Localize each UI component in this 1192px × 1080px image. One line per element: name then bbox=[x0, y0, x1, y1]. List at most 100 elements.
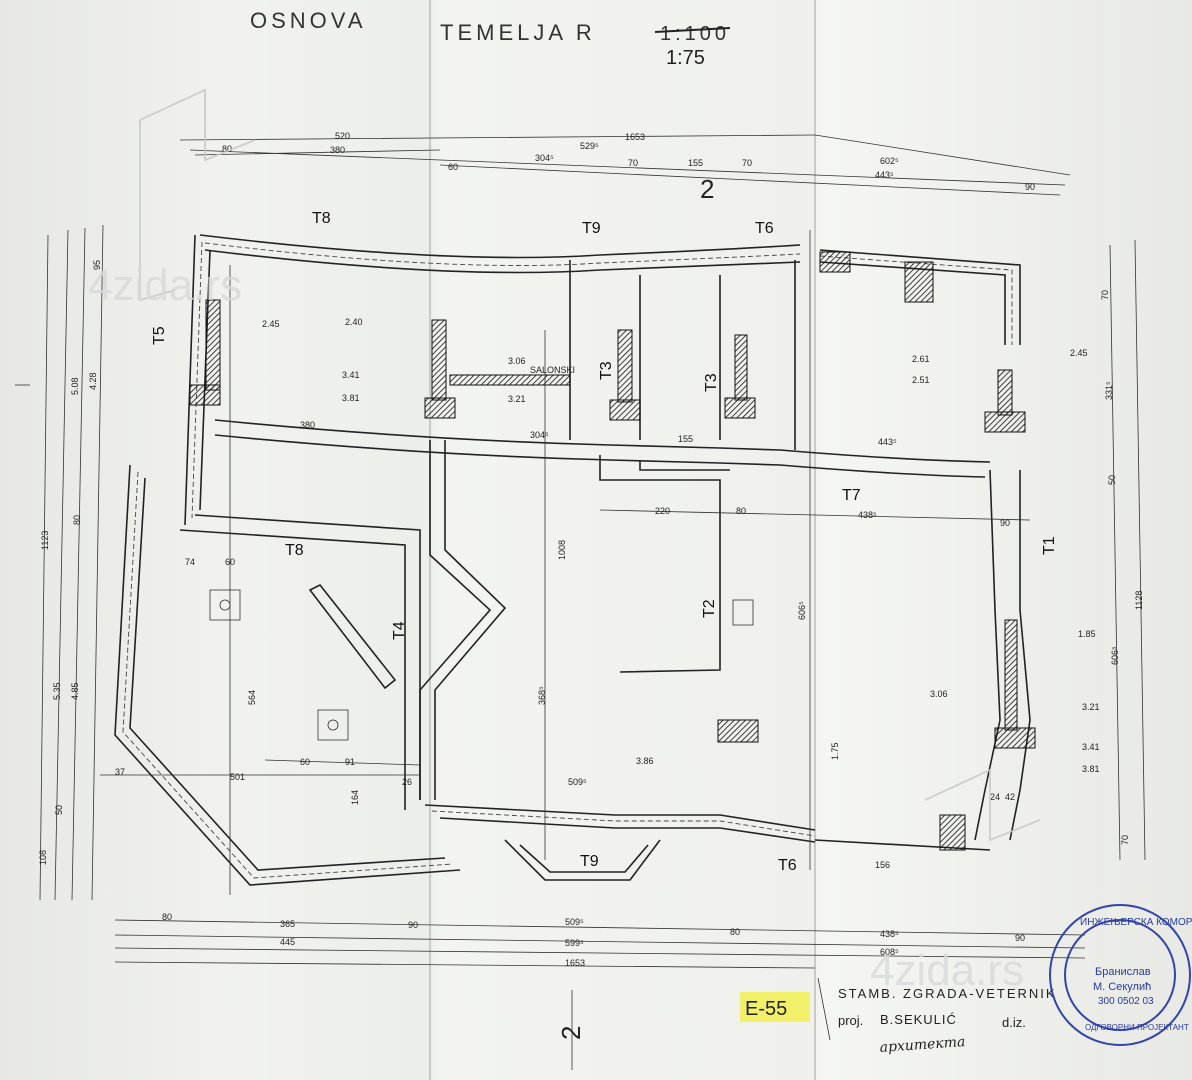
label-salon: SALONSKI bbox=[530, 365, 575, 375]
scale-value: 1:75 bbox=[666, 47, 705, 69]
bottom-dimensions: 80 365 509⁵ 90 445 599⁵ 80 1653 438⁵ 90 … bbox=[114, 912, 1086, 969]
label-t2: T2 bbox=[701, 599, 718, 618]
svg-text:50: 50 bbox=[54, 805, 64, 815]
svg-text:331⁵: 331⁵ bbox=[1104, 381, 1114, 400]
title-line2: TEMELJA R bbox=[440, 20, 596, 45]
svg-text:1653: 1653 bbox=[565, 958, 585, 968]
label-t9-bottom: T9 bbox=[580, 853, 599, 870]
svg-text:80: 80 bbox=[72, 515, 82, 525]
svg-text:3.81: 3.81 bbox=[1082, 764, 1100, 774]
title-block: E-55 STAMB. ZGRADA-VETERNIK proj. B.SEKU… bbox=[740, 977, 1055, 1056]
svg-text:108: 108 bbox=[38, 850, 48, 865]
svg-text:4.28: 4.28 bbox=[88, 372, 98, 390]
foundation-walls bbox=[114, 234, 1031, 886]
svg-text:2.45: 2.45 bbox=[262, 319, 280, 329]
svg-text:60: 60 bbox=[300, 757, 310, 767]
dim-top-3045: 304⁵ bbox=[535, 153, 554, 163]
svg-text:3.21: 3.21 bbox=[508, 394, 526, 404]
svg-text:3.06: 3.06 bbox=[930, 689, 948, 699]
svg-text:4.85: 4.85 bbox=[70, 682, 80, 700]
svg-text:365: 365 bbox=[280, 919, 295, 929]
svg-text:24: 24 bbox=[990, 792, 1000, 802]
svg-text:564: 564 bbox=[247, 690, 257, 705]
label-t6-bottom: T6 bbox=[778, 857, 797, 874]
dim-top-155: 155 bbox=[688, 158, 703, 168]
svg-text:2.51: 2.51 bbox=[912, 375, 930, 385]
right-dimensions: 70 331⁵ 50 1128 606⁵ 70 bbox=[1100, 239, 1146, 861]
dim-top-1653: 1653 bbox=[625, 132, 645, 142]
dim-top-70a: 70 bbox=[628, 158, 638, 168]
engineer-stamp: ИНЖЕЊЕРСКА КОМОРА СРБИЈЕ Бранислав М. Се… bbox=[1049, 904, 1192, 1046]
title-line1: OSNOVA bbox=[250, 8, 367, 33]
label-t3-a: T3 bbox=[598, 361, 615, 380]
watermark-top: 4zida.rs bbox=[88, 261, 242, 310]
svg-text:509⁵: 509⁵ bbox=[568, 777, 587, 787]
top-dimensions: 520 1653 380 529⁵ 304⁵ 70 155 70 602⁵ 44… bbox=[179, 131, 1071, 196]
stamp-name1: Бранислав bbox=[1095, 966, 1151, 978]
svg-text:90: 90 bbox=[408, 920, 418, 930]
svg-text:438⁵: 438⁵ bbox=[880, 929, 899, 939]
svg-text:2.45: 2.45 bbox=[1070, 348, 1088, 358]
scale-strikethrough bbox=[654, 27, 731, 33]
label-t5: T5 bbox=[151, 326, 168, 345]
inner-dimensions: 380 304⁵ 155 443⁵ 220 80 438⁵ 90 1008 60… bbox=[115, 420, 1015, 870]
section-marker-bottom: 2 bbox=[556, 1026, 586, 1040]
label-t3-b: T3 bbox=[703, 373, 720, 392]
watermark-bottom: 4zida.rs bbox=[870, 946, 1024, 995]
dim-top-520: 520 bbox=[335, 131, 350, 141]
dim-top-70b: 70 bbox=[742, 158, 752, 168]
footing-sections bbox=[189, 251, 1036, 851]
label-t9-top: T9 bbox=[582, 220, 601, 237]
svg-text:304⁵: 304⁵ bbox=[530, 430, 549, 440]
designer-degree: d.iz. bbox=[1002, 1015, 1026, 1030]
column-bases bbox=[209, 589, 754, 741]
svg-text:26: 26 bbox=[402, 777, 412, 787]
level-annotations: 2.45 2.40 3.06 3.21 3.41 3.81 3.86 2.51 … bbox=[262, 317, 1100, 774]
svg-text:155: 155 bbox=[678, 434, 693, 444]
dim-top-380: 380 bbox=[330, 145, 345, 155]
svg-text:599⁵: 599⁵ bbox=[565, 938, 584, 948]
svg-text:70: 70 bbox=[1120, 835, 1130, 845]
svg-text:91: 91 bbox=[345, 757, 355, 767]
svg-text:509⁵: 509⁵ bbox=[565, 917, 584, 927]
stamp-role: ОДГОВОРНИ ПРОЈЕКТАНТ bbox=[1085, 1023, 1189, 1032]
svg-text:1.85: 1.85 bbox=[1078, 629, 1096, 639]
section-marker-top: 2 bbox=[700, 174, 714, 204]
dim-top-60: 60 bbox=[448, 162, 458, 172]
left-dimensions: 1123 5.08 4.28 5.35 4.85 108 50 80 95 bbox=[38, 224, 104, 901]
dim-top-5295: 529⁵ bbox=[580, 141, 599, 151]
code-highlight bbox=[740, 992, 810, 1022]
designer-name: B.SEKULIĆ bbox=[880, 1012, 957, 1027]
label-t7: T7 bbox=[842, 487, 861, 504]
svg-text:3.86: 3.86 bbox=[636, 756, 654, 766]
svg-text:1128: 1128 bbox=[1134, 591, 1144, 610]
svg-text:1.75: 1.75 bbox=[830, 742, 840, 760]
svg-text:606⁵: 606⁵ bbox=[1110, 646, 1120, 665]
grid-lines bbox=[100, 230, 1031, 895]
svg-text:438⁵: 438⁵ bbox=[858, 510, 877, 520]
svg-text:606⁵: 606⁵ bbox=[797, 601, 807, 620]
signature: архитекта bbox=[879, 1034, 966, 1056]
dim-top-80: 80 bbox=[222, 144, 232, 154]
svg-text:3.06: 3.06 bbox=[508, 356, 526, 366]
stamp-name2: М. Секулић bbox=[1093, 981, 1151, 993]
svg-text:95: 95 bbox=[92, 260, 102, 270]
svg-text:90: 90 bbox=[1015, 933, 1025, 943]
svg-text:5.35: 5.35 bbox=[52, 682, 62, 700]
stamp-number: 300 0502 03 bbox=[1098, 996, 1154, 1007]
svg-text:164: 164 bbox=[350, 790, 360, 805]
svg-text:80: 80 bbox=[730, 927, 740, 937]
svg-text:3.41: 3.41 bbox=[342, 370, 360, 380]
svg-text:3.41: 3.41 bbox=[1082, 742, 1100, 752]
svg-text:220: 220 bbox=[655, 506, 670, 516]
label-t1: T1 bbox=[1041, 536, 1058, 555]
svg-text:80: 80 bbox=[736, 506, 746, 516]
svg-text:501: 501 bbox=[230, 772, 245, 782]
drawing-code: E-55 bbox=[745, 998, 787, 1020]
label-t8-mid: T8 bbox=[285, 542, 304, 559]
svg-text:70: 70 bbox=[1100, 290, 1110, 300]
svg-text:3.21: 3.21 bbox=[1082, 702, 1100, 712]
svg-text:445: 445 bbox=[280, 937, 295, 947]
dim-top-6025: 602⁵ bbox=[880, 156, 899, 166]
